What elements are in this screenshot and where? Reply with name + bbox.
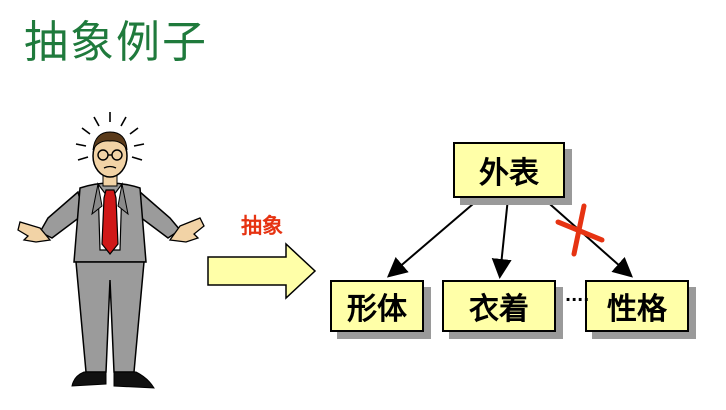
connector-to-child-3 [542, 197, 633, 278]
node-root: 外表 [453, 142, 565, 198]
node-child-3: 性格 [585, 280, 689, 332]
node-child-1-label: 形体 [347, 292, 407, 327]
worry-lines [75, 112, 145, 161]
confused-man-illustration [17, 112, 205, 389]
node-child-1: 形体 [330, 280, 424, 332]
node-child-2: 衣着 [442, 280, 556, 332]
page-title: 抽象例子 [24, 17, 208, 68]
connector-to-child-2 [491, 197, 512, 279]
block-arrow-right [207, 242, 317, 300]
node-child-2-label: 衣着 [469, 292, 529, 327]
red-cross-icon [555, 203, 605, 257]
node-child-3-label: 性格 [607, 292, 667, 327]
node-root-label: 外表 [479, 156, 539, 191]
abstract-label: 抽象 [241, 214, 283, 238]
ellipsis: .... [565, 286, 590, 305]
connector-to-child-1 [386, 197, 481, 278]
